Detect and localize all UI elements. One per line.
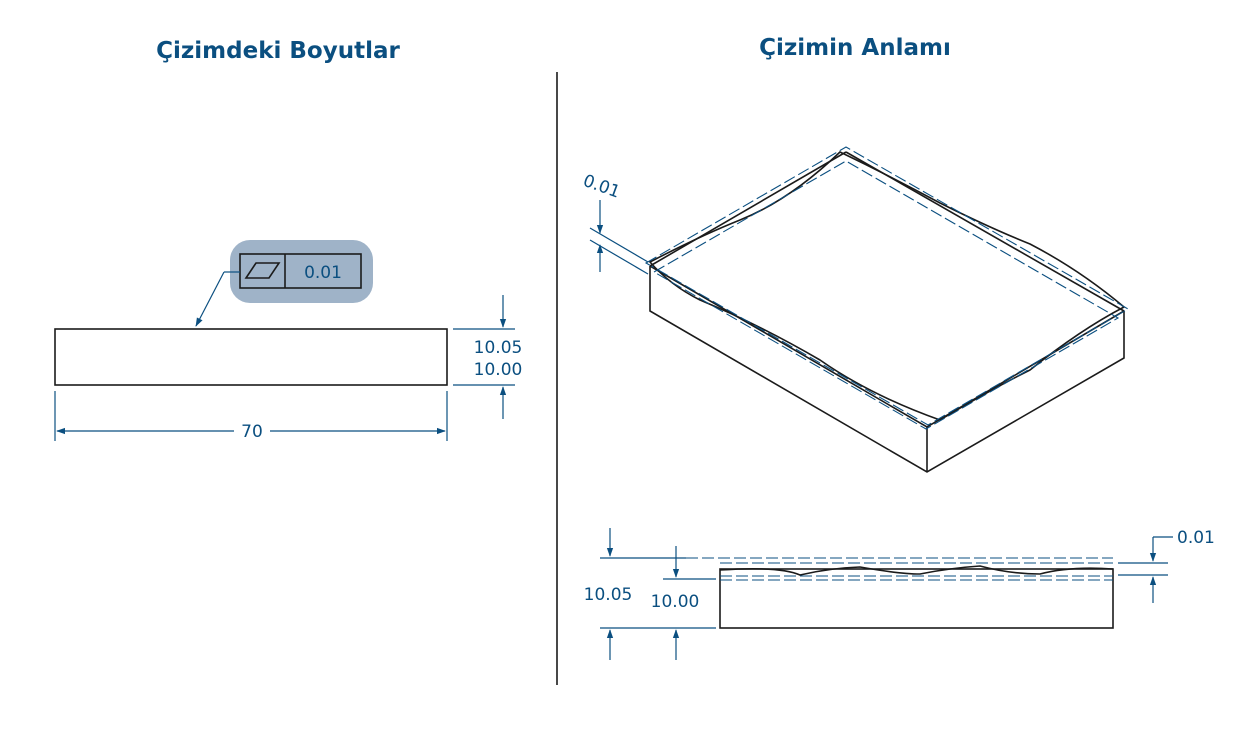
left-panel-title: Çizimdeki Boyutlar	[156, 38, 400, 64]
height-lower-label: 10.00	[474, 360, 523, 380]
frame-tolerance: 0.01	[304, 263, 342, 283]
side-height-min: 10.00	[651, 592, 700, 612]
side-height-max: 10.05	[584, 585, 633, 605]
side-view: 0.01 10.05 10.00	[584, 528, 1215, 660]
flatness-icon	[244, 262, 281, 279]
part-side-view	[54, 328, 448, 386]
part-side-rect	[719, 568, 1114, 629]
length-label: 70	[241, 422, 263, 442]
isometric-view: 0.01	[580, 146, 1130, 473]
left-drawing: 0.01 10.05 10.00 70	[54, 240, 523, 442]
side-tolerance-label: 0.01	[1177, 528, 1215, 548]
iso-tolerance-label: 0.01	[580, 171, 622, 203]
frame-highlight	[230, 240, 373, 303]
right-panel-title: Çizimin Anlamı	[759, 35, 951, 61]
leader-line	[195, 271, 225, 327]
feature-control-frame: 0.01	[239, 253, 362, 289]
height-upper-label: 10.05	[474, 338, 523, 358]
